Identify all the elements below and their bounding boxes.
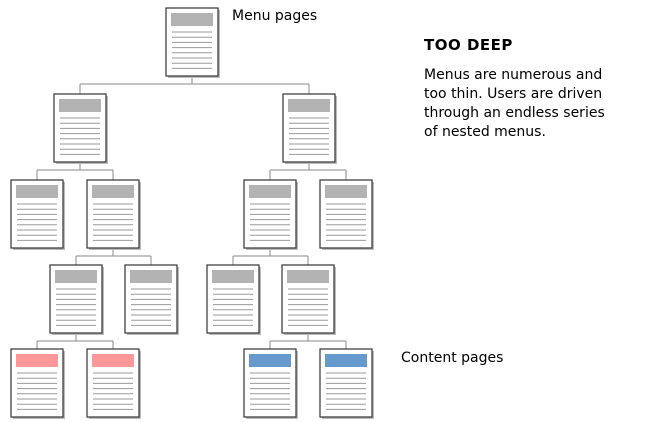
page-icon-content-pink (10, 348, 65, 419)
page-icon-menu (281, 264, 336, 335)
page-icon-menu (165, 7, 220, 78)
page-icon-menu (282, 93, 337, 164)
page-icon-menu (10, 179, 65, 250)
page-icon-content-pink (86, 348, 141, 419)
menu-pages-label: Menu pages (232, 8, 318, 24)
connector (75, 250, 152, 265)
page-icon-menu (319, 179, 374, 250)
page-icon-menu (124, 264, 179, 335)
description-line: of nested menus. (424, 124, 546, 140)
connector (269, 164, 347, 180)
page-icon-menu (206, 264, 261, 335)
description-line: Menus are numerous and (424, 67, 603, 83)
heading-too-deep: TOO DEEP (424, 36, 513, 54)
connector (269, 335, 347, 349)
page-icon-content-blue (243, 348, 298, 419)
page-icon-content-blue (319, 348, 374, 419)
description-line: through an endless series (424, 105, 605, 121)
connector (36, 164, 114, 180)
connector-lines (36, 78, 347, 349)
page-icon-menu (86, 179, 141, 250)
page-icon-menu (243, 179, 298, 250)
page-icon-menu (53, 93, 108, 164)
description: Menus are numerous and too thin. Users a… (424, 66, 656, 142)
page-icon-menu (49, 264, 104, 335)
page-icons (10, 7, 374, 419)
connector (232, 250, 309, 265)
connector (79, 78, 310, 94)
content-pages-label: Content pages (401, 350, 504, 366)
description-line: too thin. Users are driven (424, 86, 603, 102)
connector (36, 335, 114, 349)
